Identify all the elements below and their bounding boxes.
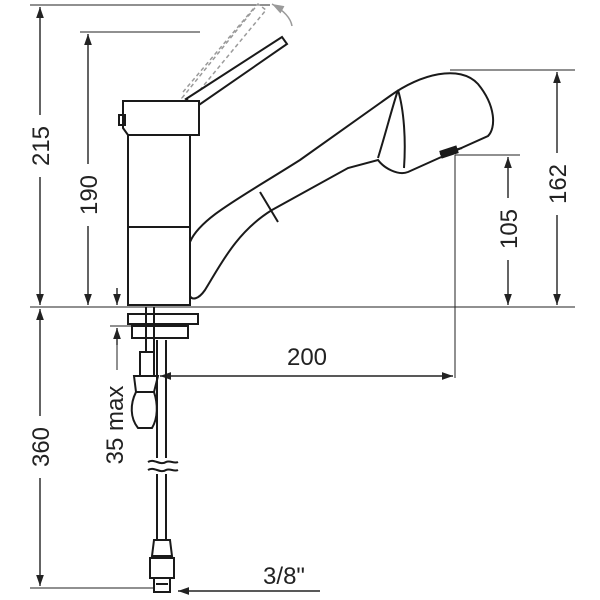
dim-label-200: 200 (287, 344, 327, 371)
faucet-body (127, 134, 191, 306)
supply-hose (147, 340, 179, 593)
dim-label-hose-thread: 3/8" (263, 563, 305, 590)
faucet-handle (118, 35, 289, 136)
dim-label-360: 360 (28, 427, 55, 467)
mounting-hardware (127, 307, 199, 429)
dim-label-35max: 35 max (102, 386, 129, 465)
faucet-spout (189, 72, 495, 300)
dim-label-215: 215 (28, 126, 55, 166)
dim-label-105: 105 (496, 209, 523, 249)
dim-label-162: 162 (545, 164, 572, 204)
dim-label-190: 190 (76, 175, 103, 215)
